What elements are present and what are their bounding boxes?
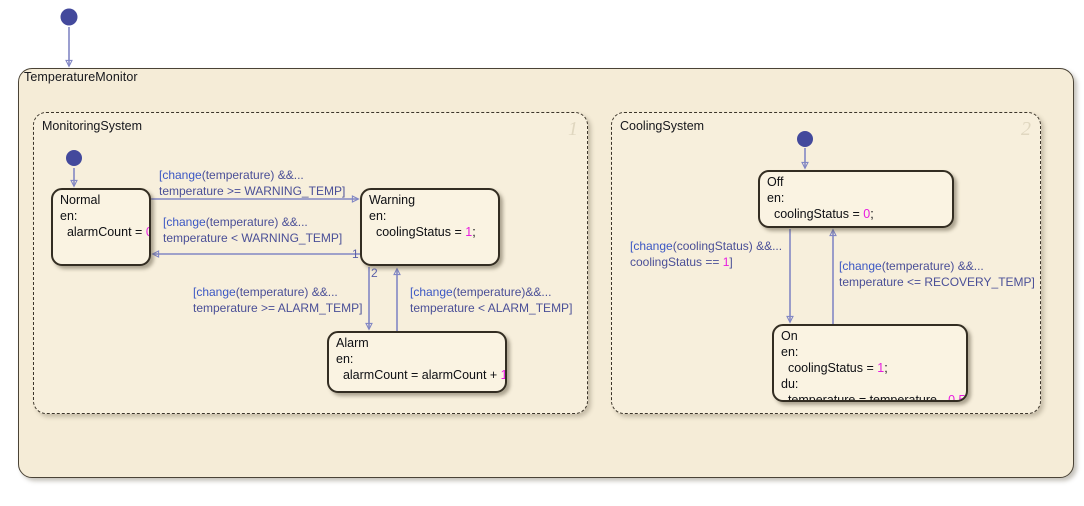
state-off-name: Off: [767, 175, 784, 189]
subchart-cooling-system[interactable]: [611, 112, 1041, 414]
state-off-body: en: coolingStatus = 0;: [767, 191, 874, 221]
subchart-cooling-order-badge: 2: [1021, 118, 1031, 140]
state-warning-body: en: coolingStatus = 1;: [369, 209, 476, 239]
transition-label-warning-to-alarm: [change(temperature) &&... temperature >…: [193, 285, 363, 315]
state-alarm[interactable]: Alarm en: alarmCount = alarmCount + 1;: [327, 331, 507, 393]
state-on-name: On: [781, 329, 798, 343]
transition-order-1: 1: [352, 247, 359, 261]
state-alarm-name: Alarm: [336, 336, 369, 350]
subchart-monitoring-label: MonitoringSystem: [42, 119, 143, 133]
chart-label: TemperatureMonitor: [24, 70, 138, 84]
state-normal[interactable]: Normal en: alarmCount = 0;: [51, 188, 151, 266]
transition-label-on-to-off: [change(temperature) &&... temperature <…: [839, 259, 1035, 289]
transition-order-2: 2: [371, 266, 378, 280]
state-warning[interactable]: Warning en: coolingStatus = 1;: [360, 188, 500, 266]
state-off[interactable]: Off en: coolingStatus = 0;: [758, 170, 954, 228]
transition-label-alarm-to-warning: [change(temperature)&&... temperature < …: [410, 285, 573, 315]
transition-label-warning-to-normal: [change(temperature) &&... temperature <…: [163, 215, 343, 245]
state-normal-body: en: alarmCount = 0;: [60, 209, 149, 239]
transition-label-normal-to-warning: [change(temperature) &&... temperature >…: [159, 168, 346, 198]
state-on-body: en: coolingStatus = 1; du: temperature =…: [781, 345, 966, 402]
subchart-cooling-label: CoolingSystem: [620, 119, 705, 133]
state-warning-name: Warning: [369, 193, 416, 207]
state-on[interactable]: On en: coolingStatus = 1; du: temperatur…: [772, 324, 968, 402]
state-normal-name: Normal: [60, 193, 101, 207]
subchart-monitoring-order-badge: 1: [568, 118, 578, 140]
transition-label-off-to-on: [change(coolingStatus) &&... coolingStat…: [630, 239, 783, 269]
state-alarm-body: en: alarmCount = alarmCount + 1;: [336, 352, 507, 382]
chart-default-junction: [60, 8, 78, 26]
